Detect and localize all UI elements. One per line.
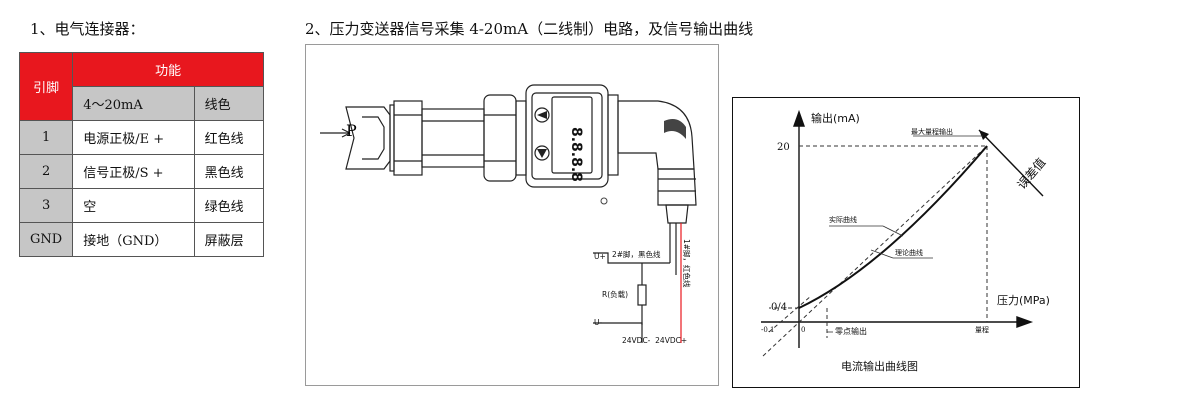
load-label: R(负载) [602,289,628,299]
x-neg-tick: -0.1 [761,326,775,334]
pressure-label: P [346,121,357,140]
y-axis-label: 输出(mA) [811,111,860,125]
actual-curve [798,145,988,309]
theory-curve-label: 理论曲线 [895,248,923,257]
up-button [534,107,550,123]
max-output-label: 最大量程输出 [911,127,953,136]
x-range-tick: 量程 [975,325,989,334]
wire-color-cell: 黑色线 [193,154,265,189]
signal-cell: 信号正极/S + [72,154,195,189]
table-row: 1 电源正极/E + 红色线 [18,120,265,155]
wire-color-cell: 屏蔽层 [193,222,265,257]
error-indicator [978,129,1044,197]
table-row: 2 信号正极/S + 黑色线 [18,154,265,189]
color-subheader: 线色 [193,86,265,121]
u-plus-label: U+ [594,252,606,261]
wire-color-cell: 绿色线 [193,188,265,223]
pin-header: 引脚 [18,52,74,121]
wiring-diagram: P 8.8.8.8 2#脚，黑色线 1#脚，红色线 U+ U- R(负载) 24… [305,44,719,386]
probe-icon [600,197,608,205]
transmitter-body [421,108,485,168]
inlet-fitting [345,106,391,170]
y-axis-arrow-icon [793,109,805,127]
wiring-drawing: P 8.8.8.8 2#脚，黑色线 1#脚，红色线 U+ U- R(负载) 24… [320,84,697,345]
y-min-tick: 0/4 [771,302,787,313]
signal-cell: 空 [72,188,195,223]
extension-line [768,295,812,333]
connector-heading: 1、电气连接器： [30,20,145,38]
signal-cell: 电源正极/E + [72,120,195,155]
x-axis-label: 压力(MPa) [997,294,1050,307]
pin-cell: 2 [18,154,74,189]
cable-gland [657,168,697,206]
body-nut [483,94,517,182]
signal-subheader: 4～20mA [72,86,195,121]
u-minus-label: U- [594,318,602,327]
output-curve-chart: 输出(mA) 压力(MPa) 20 0/4 -0.1 0 量程 最大量程输出 误… [761,109,1050,373]
x-zero-tick: 0 [801,326,805,334]
y-max-tick: 20 [777,142,790,153]
function-header: 功能 [72,52,264,87]
down-triangle-icon [537,149,547,158]
up-triangle-icon [537,111,547,119]
load-resistor [637,284,647,306]
theory-curve [762,145,988,357]
table-row: GND 接地（GND） 屏蔽层 [18,222,265,257]
display-housing [525,84,609,188]
output-curve-figure: 输出(mA) 压力(MPa) 20 0/4 -0.1 0 量程 最大量程输出 误… [732,97,1080,388]
led-display [551,96,593,174]
pin-cell: 1 [18,120,74,155]
connector-table: 引脚 功能 4～20mA 线色 1 电源正极/E + 红色线 2 信号正极/S … [18,52,265,257]
zero-output-label: 零点输出 [835,326,867,336]
wire-color-cell: 红色线 [193,120,265,155]
circuit-heading: 2、压力变送器信号采集 4-20mA（二线制）电路，及信号输出曲线 [305,20,754,38]
display-readout: 8.8.8.8 [568,127,584,182]
pin2-label: 2#脚，黑色线 [612,249,661,259]
down-button [534,145,550,161]
actual-curve-label: 实际曲线 [829,215,857,224]
pin1-label: 1#脚，红色线 [682,239,692,288]
supply-label: 24VDC- 24VDC+ [622,336,687,345]
signal-cell: 接地（GND） [72,222,195,257]
pin-cell: 3 [18,188,74,223]
pin-cell: GND [18,222,74,257]
elbow-connector [617,100,695,170]
x-axis-arrow-icon [1016,316,1034,328]
curve-caption: 电流输出曲线图 [841,359,918,373]
error-label: 误差值 [1014,155,1049,192]
hex-nut [393,100,423,176]
table-row: 3 空 绿色线 [18,188,265,223]
